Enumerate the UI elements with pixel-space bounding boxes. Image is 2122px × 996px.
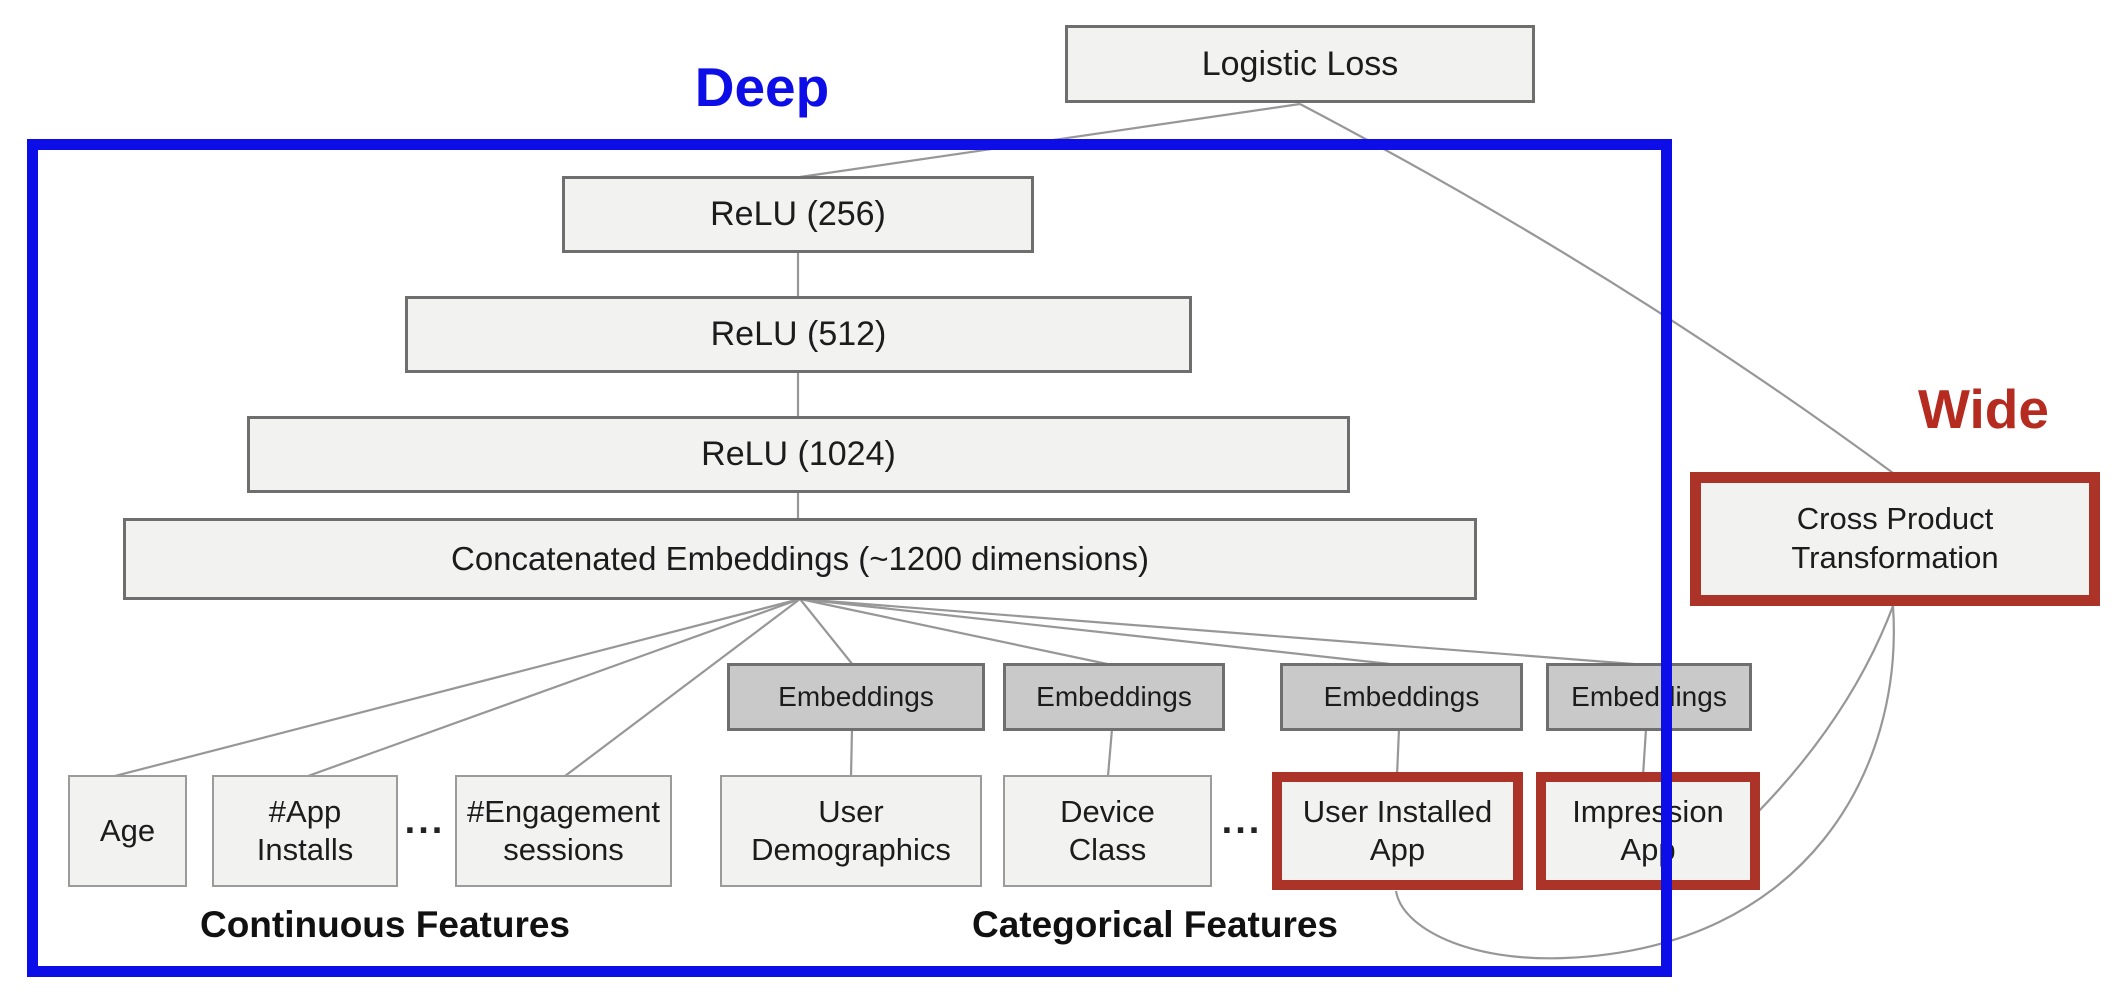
- ellipsis-categorical: ...: [1221, 800, 1263, 842]
- connector-concat-embeddings2: [799, 597, 1113, 667]
- embeddings-box-1: Embeddings: [727, 663, 985, 731]
- node-relu-1024: ReLU (1024): [247, 416, 1350, 493]
- embeddings-box-3: Embeddings: [1280, 663, 1523, 731]
- connector-embeddings3-userinstalledapp: [1395, 728, 1401, 777]
- categorical-features-label: Categorical Features: [971, 904, 1339, 945]
- deep-label: Deep: [694, 56, 830, 118]
- node-relu-512: ReLU (512): [405, 296, 1192, 373]
- node-relu-256: ReLU (256): [562, 176, 1034, 253]
- connector-concat-age: [114, 597, 801, 778]
- node-logistic-loss: Logistic Loss: [1065, 25, 1535, 103]
- feature-app-installs: #App Installs: [212, 775, 398, 887]
- wide-label: Wide: [1918, 378, 2049, 440]
- connector-concat-embeddings3: [799, 597, 1400, 667]
- connector-concat-embeddings4: [799, 597, 1647, 667]
- continuous-features-label: Continuous Features: [199, 904, 571, 945]
- feature-user-demographics: User Demographics: [720, 775, 982, 887]
- connector-embeddings4-impressionapp: [1641, 728, 1648, 777]
- feature-engagement-sessions: #Engagement sessions: [455, 775, 672, 887]
- connector-loss-crossproduct: [1299, 103, 1894, 474]
- ellipsis-continuous: ...: [404, 800, 446, 842]
- embeddings-box-2: Embeddings: [1003, 663, 1225, 731]
- embeddings-box-4: Embeddings: [1546, 663, 1752, 731]
- feature-age: Age: [68, 775, 187, 887]
- connector-loss-relu256: [799, 102, 1301, 179]
- feature-device-class: Device Class: [1003, 775, 1212, 887]
- connector-embeddings1-userdemographics: [849, 728, 854, 777]
- feature-impression-app: Impression App: [1536, 772, 1760, 890]
- feature-user-installed-app: User Installed App: [1272, 772, 1523, 890]
- node-concatenated-embeddings: Concatenated Embeddings (~1200 dimension…: [123, 518, 1477, 600]
- connector-concat-embeddings1: [799, 598, 854, 666]
- node-cross-product-transformation: Cross Product Transformation: [1690, 472, 2100, 606]
- connector-crossproduct-impressionapp: [1757, 605, 1895, 813]
- connector-embeddings2-deviceclass: [1106, 728, 1114, 777]
